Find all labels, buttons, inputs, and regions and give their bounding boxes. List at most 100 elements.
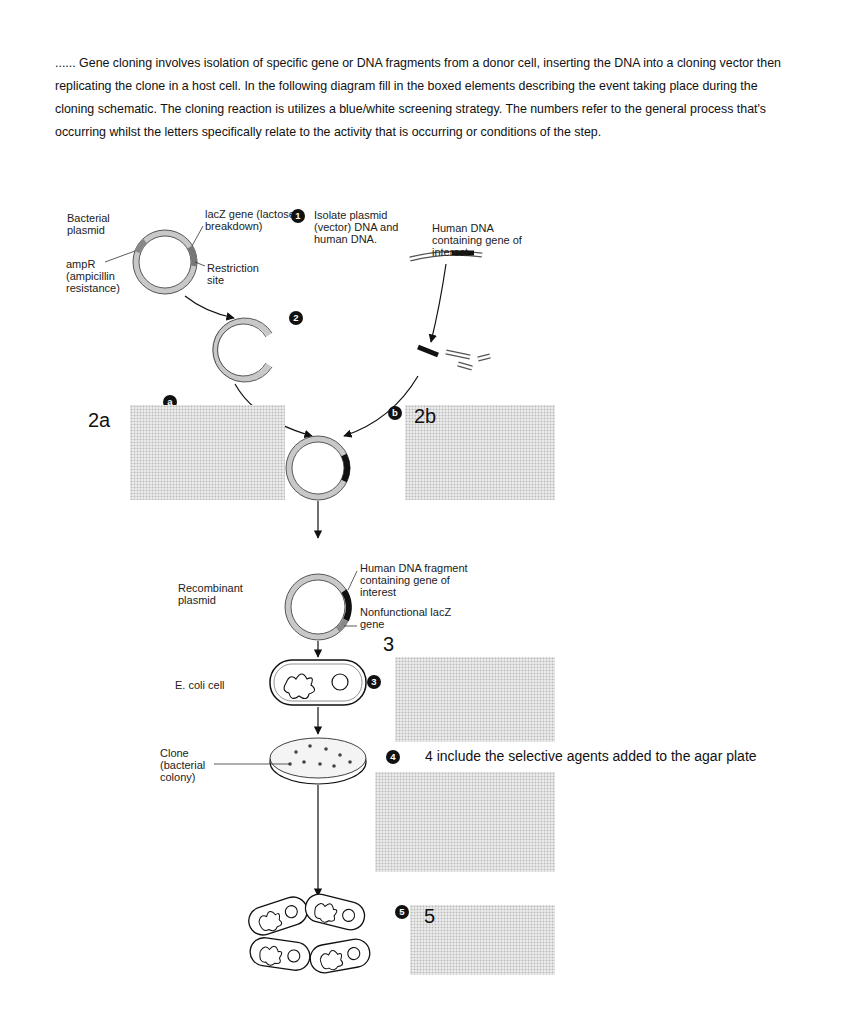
- callout-number: b: [388, 406, 402, 420]
- petri-dish: [302, 760, 306, 764]
- cut-plasmid: [217, 324, 266, 376]
- leader-line: [344, 571, 357, 626]
- petri-dish: [324, 747, 328, 751]
- bacterial-plasmid: [137, 241, 145, 252]
- petri-dish: [348, 760, 352, 764]
- process-arrow: [185, 296, 234, 318]
- part-label: lacZ gene (lactose breakdown): [205, 208, 300, 232]
- bacteria-clone: [245, 893, 311, 938]
- bacteria-clone: [287, 949, 301, 963]
- ecoli-cell: [332, 674, 348, 690]
- callout-number: 4: [386, 750, 400, 764]
- recombinant-plasmid: [291, 580, 345, 634]
- leader-line: [348, 571, 357, 590]
- cut-plasmid: [213, 318, 272, 382]
- part-label: Clone (bacterial colony): [160, 747, 215, 783]
- bacteria-clone: [303, 891, 368, 933]
- bacteria-clone: [257, 909, 283, 934]
- recombinant-plasmid: [285, 574, 351, 640]
- petri-dish: [270, 738, 366, 778]
- bacteria-clone: [313, 901, 339, 925]
- process-arrow: [431, 264, 446, 342]
- bacterial-plasmid: [133, 230, 197, 294]
- bacteria-clone: [308, 937, 372, 975]
- process-arrow: [317, 785, 318, 896]
- process-arrow: [317, 707, 318, 734]
- bacteria-clone: [284, 904, 299, 919]
- dna-fragment: [446, 352, 470, 357]
- ligated-plasmid: [286, 436, 350, 500]
- leader-line: [214, 764, 290, 765]
- bacteria-clone: [245, 893, 311, 938]
- part-label: Nonfunctional lacZ gene: [360, 606, 470, 630]
- ligated-plasmid: [289, 439, 347, 497]
- box-heading: 2a: [88, 409, 110, 431]
- bacteria-clone: [319, 949, 344, 972]
- box-heading: 2b: [414, 405, 436, 427]
- part-label: ampR (ampicillin resistance): [66, 258, 146, 294]
- callout-number: 3: [367, 675, 381, 689]
- bacteria-clone: [308, 937, 372, 975]
- part-label: E. coli cell: [175, 679, 255, 691]
- cut-plasmid: [213, 318, 272, 382]
- ecoli-cell: [270, 660, 366, 705]
- dna-fragment: [458, 364, 472, 368]
- callout-number: 1: [291, 209, 305, 223]
- dna-fragment: [478, 356, 490, 359]
- box-heading: 3: [383, 633, 394, 655]
- process-arrow: [317, 501, 318, 538]
- dna-fragment: [446, 352, 470, 357]
- recombinant-plasmid: [344, 591, 349, 620]
- leader-line: [344, 626, 357, 627]
- bacteria-clone: [258, 945, 282, 967]
- ecoli-cell: [270, 660, 366, 705]
- ecoli-cell: [284, 674, 314, 699]
- answer-box: 2b: [405, 405, 555, 500]
- answer-box: 5: [410, 905, 555, 975]
- instruction-text: ...... Gene cloning involves isolation o…: [55, 52, 800, 144]
- part-label: Human DNA fragment containing gene of in…: [360, 562, 485, 598]
- bacteria-clone: [341, 908, 356, 923]
- ligated-plasmid: [292, 442, 344, 494]
- dna-fragment: [418, 347, 438, 355]
- recombinant-plasmid: [288, 577, 348, 637]
- leader-line: [192, 226, 203, 246]
- leader-line: [105, 226, 205, 266]
- recombinant-plasmid: [338, 620, 346, 630]
- dna-fragment: [418, 347, 490, 368]
- box-heading: 4 include the selective agents added to …: [425, 745, 757, 767]
- leader-line: [105, 251, 135, 262]
- box-heading: 5: [424, 905, 435, 927]
- part-label: Human DNA containing gene of interest: [432, 222, 542, 258]
- leader-line: [195, 262, 205, 266]
- recombinant-plasmid: [285, 574, 351, 640]
- cut-plasmid: [215, 321, 269, 379]
- bacteria-clone: [347, 947, 361, 961]
- ligated-plasmid: [286, 436, 350, 500]
- bacteria-clone: [245, 891, 372, 975]
- petri-dish: [288, 744, 352, 768]
- part-label: Bacterial plasmid: [67, 212, 147, 236]
- ligated-plasmid: [344, 455, 347, 481]
- bacterial-plasmid: [136, 233, 194, 291]
- answer-box: 3: [395, 657, 555, 742]
- callout-number: 5: [395, 905, 409, 919]
- petri-dish: [332, 764, 336, 768]
- petri-dish: [294, 750, 298, 754]
- part-label: Recombinant plasmid: [178, 582, 258, 606]
- answer-box: 4 include the selective agents added to …: [375, 772, 555, 872]
- bacterial-plasmid: [133, 230, 197, 294]
- dna-fragment: [458, 364, 472, 368]
- bacterial-plasmid: [139, 236, 191, 288]
- petri-dish: [338, 753, 342, 757]
- process-arrow: [317, 641, 318, 657]
- ecoli-cell: [274, 664, 362, 701]
- answer-box: 2a: [130, 405, 285, 500]
- callout-number: 2: [289, 311, 303, 325]
- bacteria-clone: [248, 936, 311, 972]
- petri-dish: [318, 762, 322, 766]
- leader-line: [214, 764, 290, 765]
- petri-dish: [270, 738, 366, 784]
- bacterial-plasmid: [190, 247, 194, 266]
